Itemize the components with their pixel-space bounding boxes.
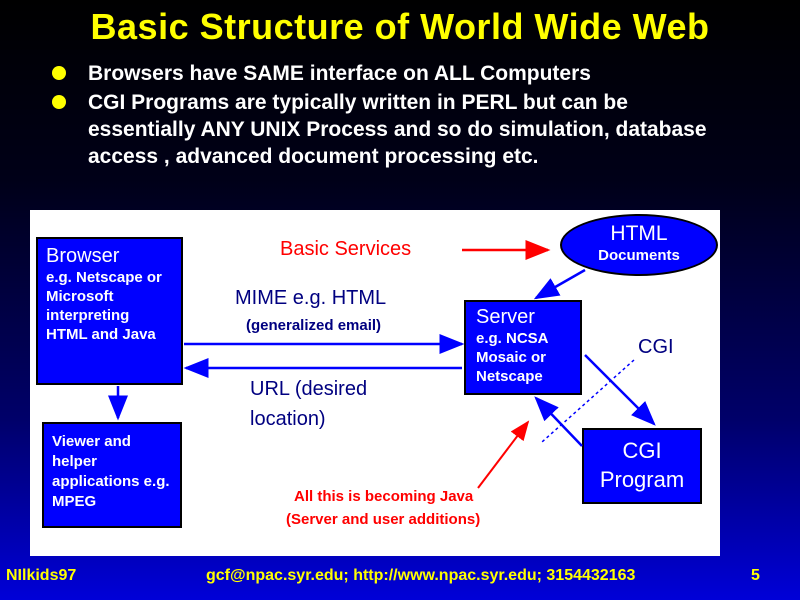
browser-title: Browser: [46, 245, 120, 267]
html-documents-title: HTML: [610, 222, 668, 245]
bullet-list: Browsers have SAME interface on ALL Comp…: [38, 60, 738, 172]
page-number: 5: [751, 567, 760, 584]
server-description: e.g. NCSA Mosaic or Netscape: [476, 330, 548, 385]
web-structure-diagram: Browser e.g. Netscape or Microsoft inter…: [30, 210, 720, 556]
html-documents-ellipse: HTML Documents: [560, 214, 718, 276]
bullet-dot-icon: [52, 66, 66, 80]
slide-title: Basic Structure of World Wide Web: [90, 6, 710, 47]
cgi-program-label: CGI Program: [599, 438, 685, 492]
cgi-to-server-arrow: [534, 396, 583, 447]
browser-box: Browser e.g. Netscape or Microsoft inter…: [36, 237, 183, 385]
footer-left: NIlkids97: [6, 567, 77, 584]
basic-services-label: Basic Services: [280, 238, 412, 260]
cgi-program-box: CGI Program: [582, 428, 702, 504]
html-documents-subtitle: Documents: [598, 247, 680, 264]
server-title: Server: [476, 306, 535, 328]
browser-description: e.g. Netscape or Microsoft interpreting …: [46, 269, 162, 343]
cgi-label: CGI: [638, 336, 674, 358]
bullet-text: Browsers have SAME interface on ALL Comp…: [88, 62, 591, 85]
java-note-arrow: [477, 420, 530, 489]
bullet-text: CGI Programs are typically written in PE…: [88, 91, 707, 168]
viewer-description: Viewer and helper applications e.g. MPEG: [52, 433, 170, 510]
java-note-line2: (Server and user additions): [286, 511, 481, 528]
server-box: Server e.g. NCSA Mosaic or Netscape: [464, 300, 582, 395]
html-to-server-arrow: [533, 268, 586, 300]
url-label: URL (desired location): [250, 378, 368, 430]
mime-label: MIME e.g. HTML: [235, 287, 387, 309]
server-to-cgi-arrow: [584, 354, 656, 426]
footer-center: gcf@npac.syr.edu; http://www.npac.syr.ed…: [206, 567, 636, 584]
diagram-arrows: [108, 240, 656, 489]
mime-sublabel: (generalized email): [246, 317, 382, 334]
bullet-item: Browsers have SAME interface on ALL Comp…: [38, 60, 738, 87]
cgi-dotted-connector: [541, 359, 635, 443]
viewer-box: Viewer and helper applications e.g. MPEG: [42, 422, 182, 528]
java-note-line1: All this is becoming Java: [294, 488, 474, 505]
bullet-dot-icon: [52, 95, 66, 109]
bullet-item: CGI Programs are typically written in PE…: [38, 89, 738, 170]
